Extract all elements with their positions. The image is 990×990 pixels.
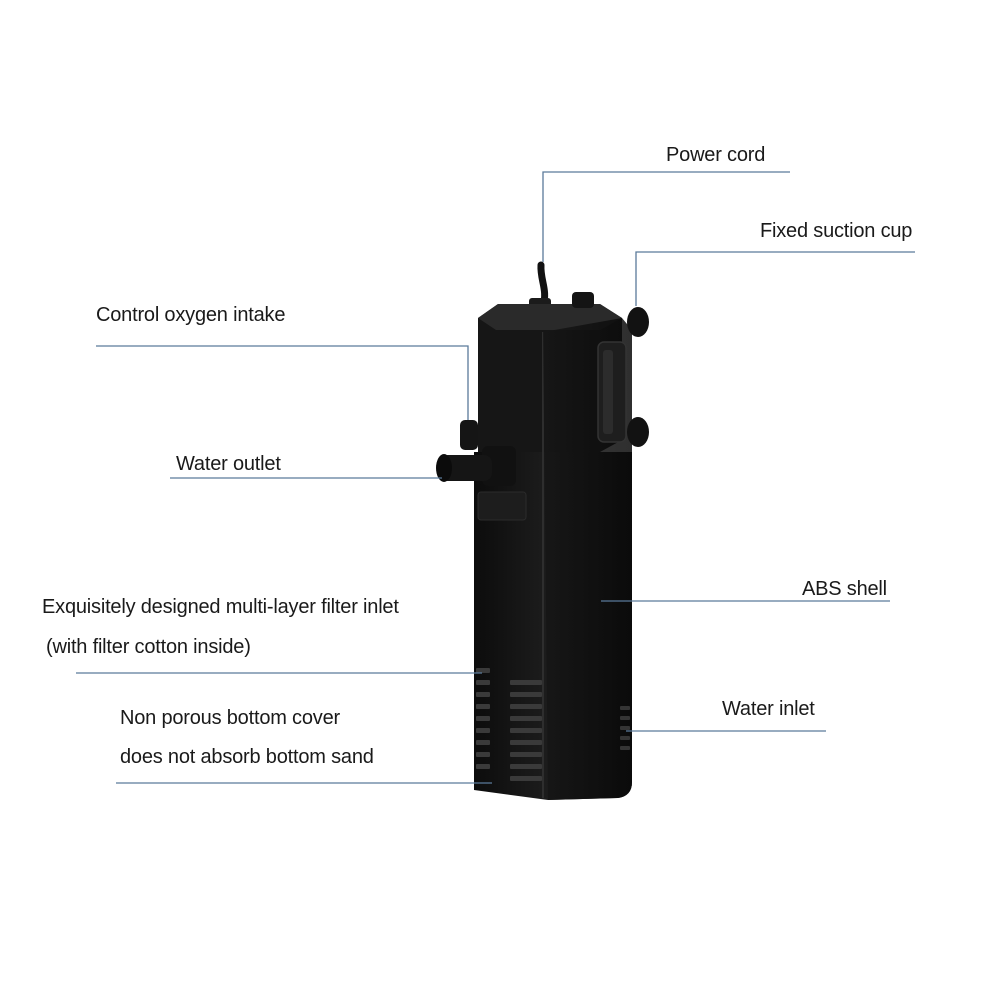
side-clip-inner [603, 350, 613, 434]
front-recess [477, 491, 527, 521]
suction-cup-mid [627, 417, 649, 447]
suction-cup-top [627, 307, 649, 337]
top-face [478, 304, 622, 330]
label-bottom-cover-line2: does not absorb bottom sand [120, 746, 374, 768]
leader-lines [76, 171, 915, 784]
leader-control-oxygen-intake [96, 345, 469, 420]
label-fixed-suction-cup: Fixed suction cup [760, 220, 913, 242]
label-bottom-cover-line1: Non porous bottom cover [120, 707, 340, 729]
intake-slots-front [476, 668, 542, 781]
label-abs-shell: ABS shell [802, 578, 887, 600]
leader-power-cord [542, 171, 790, 262]
label-control-oxygen-intake: Control oxygen intake [96, 304, 286, 326]
leader-fixed-suction-cup [635, 251, 915, 306]
filter-device [436, 261, 649, 800]
label-water-inlet: Water inlet [722, 698, 815, 720]
label-filter-inlet-line2: (with filter cotton inside) [46, 636, 251, 658]
label-water-outlet: Water outlet [176, 453, 281, 475]
label-filter-inlet-line1: Exquisitely designed multi-layer filter … [42, 596, 399, 618]
intake-slots-side [620, 706, 630, 750]
label-power-cord: Power cord [666, 144, 766, 166]
outlet-nozzle-tip [436, 454, 452, 482]
top-knob [572, 292, 594, 308]
outlet-nozzle [440, 455, 492, 481]
oxygen-intake-stub [460, 420, 478, 450]
